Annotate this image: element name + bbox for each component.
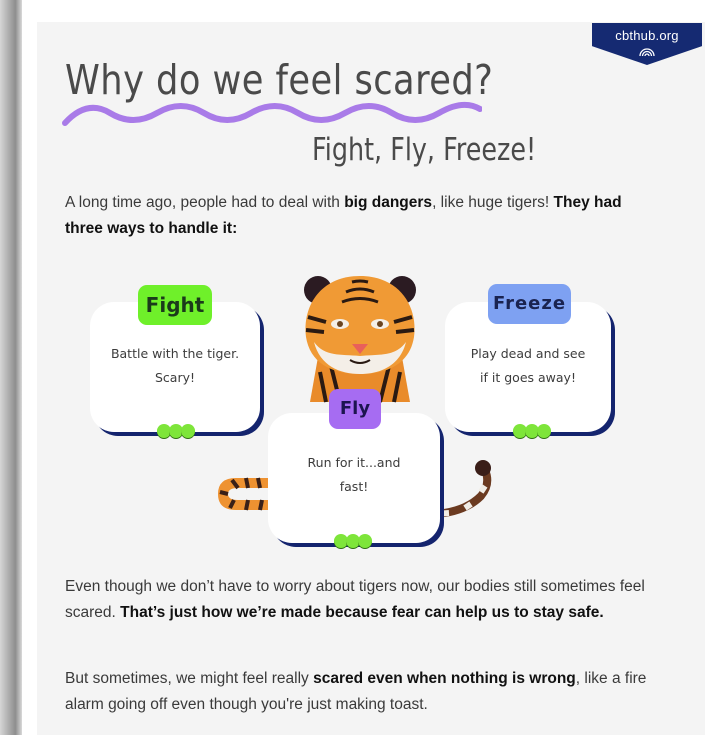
fly-text-line: Run for it...and — [307, 455, 401, 470]
freeze-text-line: Play dead and see — [470, 346, 586, 361]
page-subtitle: Fight, Fly, Freeze! — [312, 132, 537, 168]
false-alarm-emphasis: scared even when nothing is wrong — [313, 670, 576, 687]
explanation-text: Even though we don’t have to worry about… — [65, 578, 645, 621]
explanation-emphasis: That’s just how we’re made because fear … — [120, 604, 604, 621]
fly-label: Fly — [329, 389, 381, 429]
fight-text-line: Scary! — [154, 370, 195, 385]
false-alarm-paragraph: But sometimes, we might feel really scar… — [65, 666, 685, 718]
page-title: Why do we feel scared? — [65, 56, 494, 104]
tiger-tail-right — [435, 460, 492, 518]
fly-dots-decoration — [334, 534, 376, 548]
freeze-dots-decoration — [513, 424, 555, 438]
fight-text-line: Battle with the tiger. — [110, 346, 240, 361]
page-edge-shadow — [0, 0, 22, 735]
wavy-underline — [62, 101, 482, 126]
intro-paragraph: A long time ago, people had to deal with… — [65, 190, 635, 242]
fly-text-line: fast! — [339, 479, 369, 494]
fight-description: Battle with the tiger. Scary! — [90, 342, 260, 390]
intro-text: , like huge tigers! — [432, 194, 554, 211]
intro-emphasis: They had three ways to handle it: — [65, 194, 622, 237]
false-alarm-text: But sometimes, we might feel really — [65, 670, 314, 687]
tiger-tail-left — [218, 477, 270, 511]
brand-label: cbthub.org — [615, 28, 679, 43]
intro-emphasis: big dangers — [344, 194, 433, 211]
freeze-text-line: if it goes away! — [480, 370, 576, 385]
intro-text: A long time ago, people had to deal with — [65, 194, 345, 211]
fly-card: Run for it...and fast! — [268, 413, 440, 543]
fight-label: Fight — [138, 285, 212, 325]
fight-dots-decoration — [157, 424, 199, 438]
freeze-label: Freeze — [488, 284, 571, 324]
explanation-paragraph: Even though we don’t have to worry about… — [65, 574, 655, 626]
false-alarm-text: , like a fire alarm going off even thoug… — [65, 670, 647, 713]
freeze-description: Play dead and see if it goes away! — [445, 342, 611, 390]
rainbow-icon — [639, 48, 655, 56]
fly-description: Run for it...and fast! — [268, 451, 440, 499]
